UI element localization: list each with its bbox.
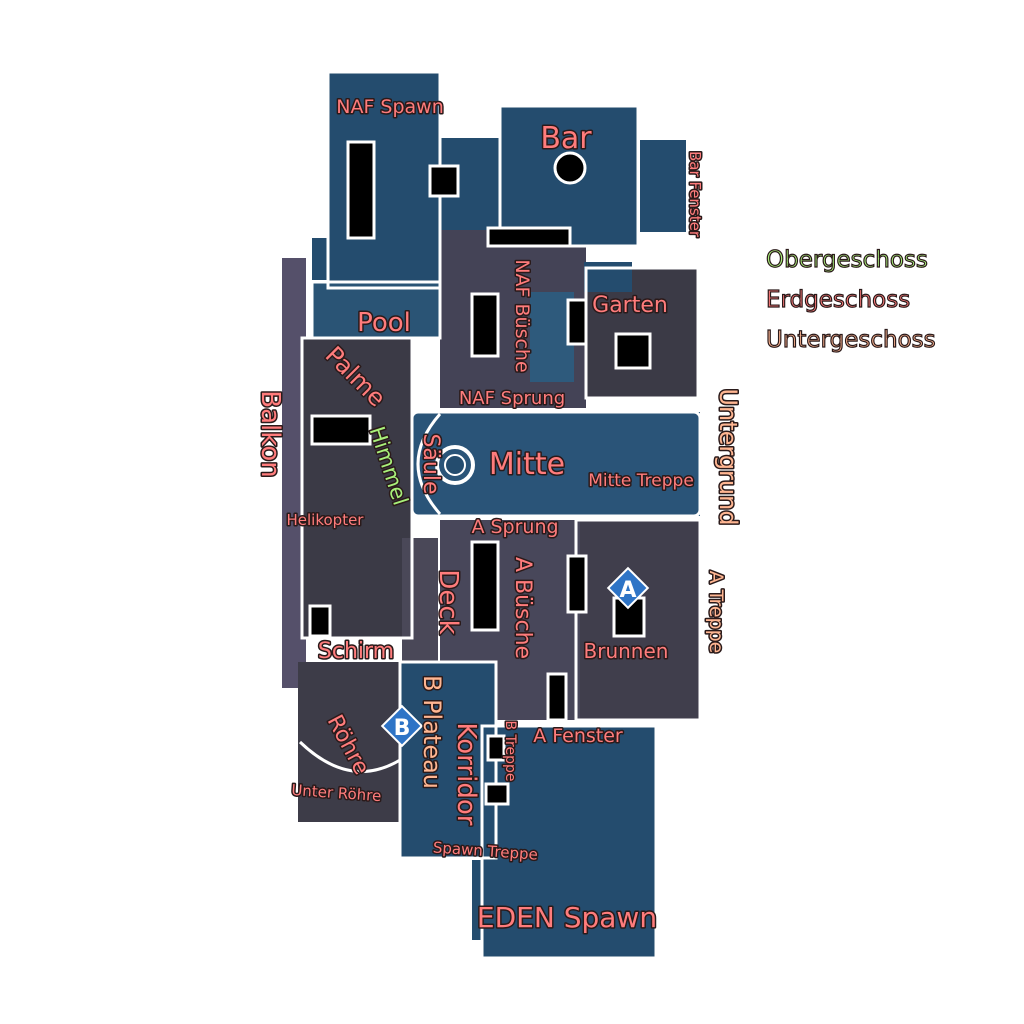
label-a-busche: A Büsche (510, 557, 535, 659)
label-garten: Garten (592, 293, 668, 318)
naf-busche-block (470, 292, 500, 358)
label-a-fenster: A Fenster (533, 725, 623, 747)
obstacles (308, 140, 652, 806)
a-site-wall (574, 518, 702, 722)
label-helikopter: Helikopter (287, 511, 365, 529)
west-yard (302, 338, 412, 638)
label-bar-fenster: Bar Fenster (686, 151, 704, 238)
label-deck: Deck (433, 569, 463, 634)
b-rohre-arc (298, 740, 401, 774)
legend-ground-floor: Erdgeschoss (765, 286, 911, 313)
label-eden-spawn: EDEN Spawn (477, 901, 657, 934)
floor-legend: Obergeschoss Erdgeschoss Untergeschoss (765, 240, 936, 360)
label-pool: Pool (357, 308, 411, 338)
mitte-fountain-inner (444, 454, 466, 476)
site-b-marker: B (380, 704, 424, 748)
site-b-label: B (394, 716, 411, 741)
label-saule: Säule (418, 433, 443, 494)
label-bar: Bar (540, 121, 592, 156)
mitte-west-arc (416, 413, 442, 515)
label-balkon: Balkon (255, 390, 285, 478)
korridor-block (484, 782, 510, 806)
label-naf-sprung: NAF Sprung (459, 388, 565, 409)
label-b-treppe: B Treppe (502, 721, 518, 782)
a-fenster-block (546, 672, 568, 722)
west-yard-wall (300, 336, 414, 640)
label-brunnen: Brunnen (584, 639, 669, 663)
b-plateau-room (400, 662, 496, 858)
naf-spawn-box (428, 164, 460, 198)
rohre-yard (298, 662, 406, 822)
b-treppe-block (486, 734, 506, 762)
naf-busche-wall (566, 298, 588, 346)
bar-round-table (553, 151, 587, 185)
label-korridor: Korridor (451, 723, 481, 826)
bar-counter (486, 226, 572, 248)
legend-upper-floor: Obergeschoss (765, 246, 928, 273)
label-untergrund: Untergrund (714, 388, 742, 525)
label-schirm: Schirm (318, 639, 394, 664)
legend-basement: Untergeschoss (765, 326, 936, 353)
callout-labels: NAF Spawn Bar Bar Fenster NAF Büsche Gar… (254, 95, 744, 936)
label-mitte: Mitte (489, 447, 565, 482)
site-a-label: A (619, 578, 636, 603)
deck-yard (402, 538, 438, 666)
label-naf-spawn: NAF Spawn (336, 96, 444, 118)
naf-spawn-pillar (346, 140, 376, 240)
palme-block (310, 414, 372, 446)
mitte-fountain (435, 445, 475, 485)
eden-wall (480, 724, 658, 960)
label-naf-busche: NAF Büsche (511, 259, 533, 372)
schirm-block (308, 604, 332, 638)
label-mitte-treppe: Mitte Treppe (588, 471, 694, 491)
site-a-diamond (606, 566, 650, 610)
label-a-treppe: A Treppe (705, 571, 727, 654)
site-b-diamond (380, 704, 424, 748)
pool-room (312, 282, 440, 338)
garten-box (614, 332, 652, 370)
label-b-plateau: B Plateau (418, 675, 446, 789)
a-busche-block (470, 540, 500, 632)
bar-window-room (640, 140, 686, 232)
site-a-marker: A (606, 566, 650, 610)
label-a-sprung: A Sprung (471, 516, 558, 538)
a-busche-wall (566, 554, 588, 614)
